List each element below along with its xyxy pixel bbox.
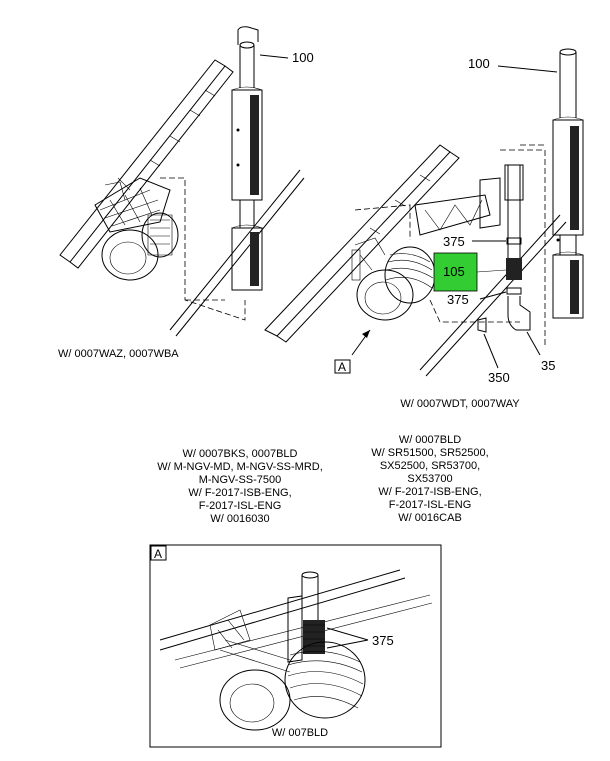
callout-35: 35 (541, 358, 555, 373)
callout-375-bottom: 375 (447, 292, 469, 307)
callout-375-top: 375 (443, 234, 465, 249)
caption-left-notes: W/ 0007BKS, 0007BLD W/ M-NGV-MD, M-NGV-S… (157, 448, 323, 525)
detail-frame (149, 544, 442, 748)
caption-left-view: W/ 0007WAZ, 0007WBA (58, 348, 179, 360)
detail-a: A 375 (149, 544, 442, 748)
caption-right-view: W/ 0007WDT, 0007WAY (400, 398, 520, 410)
callout-100-right: 100 (468, 56, 490, 71)
callout-350: 350 (488, 370, 510, 385)
detail-reference-box (334, 359, 351, 374)
left-assembly: 100 (59, 26, 314, 337)
callout-100-left: 100 (292, 50, 314, 65)
right-assembly: 105 100 375 375 35 350 (264, 48, 584, 385)
highlight-105 (433, 252, 478, 292)
caption-detail: W/ 007BLD (271, 727, 329, 739)
detail-frame-letter: A (154, 547, 162, 561)
caption-right-notes: W/ 0007BLD W/ SR51500, SR52500, SX52500,… (371, 434, 489, 524)
callout-105: 105 (443, 264, 465, 279)
detail-reference-letter: A (338, 360, 346, 374)
callout-375-detail: 375 (372, 633, 394, 648)
